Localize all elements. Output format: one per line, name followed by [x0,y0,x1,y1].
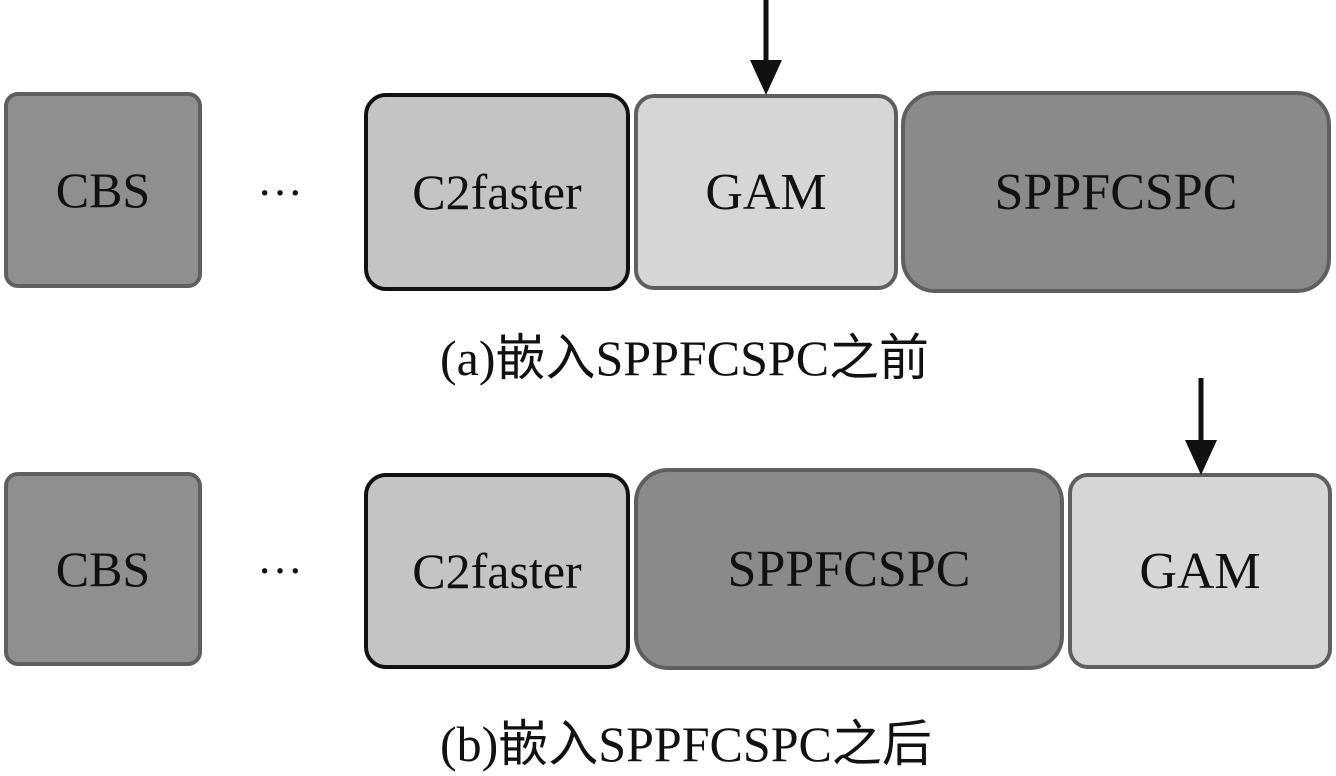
c2faster-block-b: C2faster [364,473,630,669]
cbs-block-a: CBS [4,92,202,288]
cbs-label-a: CBS [55,162,151,218]
c2faster-label-b: C2faster [412,543,582,599]
gam-block-b: GAM [1068,473,1332,669]
ellipsis-b: ··· [257,545,303,596]
insertion-arrow-a [750,0,782,95]
cbs-label-b: CBS [55,541,151,597]
c2faster-block-a: C2faster [364,93,630,291]
insertion-arrow-b [1185,378,1217,475]
caption-b: (b)嵌入SPPFCSPC之后 [440,716,932,772]
sppfcspc-block-a: SPPFCSPC [901,91,1331,293]
caption-a: (a)嵌入SPPFCSPC之前 [440,330,930,386]
gam-block-a: GAM [634,94,898,290]
ellipsis-a: ··· [257,167,303,218]
cbs-block-b: CBS [4,472,202,666]
sppfcspc-label-a: SPPFCSPC [994,163,1238,221]
sppfcspc-label-b: SPPFCSPC [727,540,971,598]
gam-label-a: GAM [705,163,827,221]
gam-label-b: GAM [1139,542,1261,600]
c2faster-label-a: C2faster [412,164,582,220]
sppfcspc-block-b: SPPFCSPC [634,468,1064,670]
